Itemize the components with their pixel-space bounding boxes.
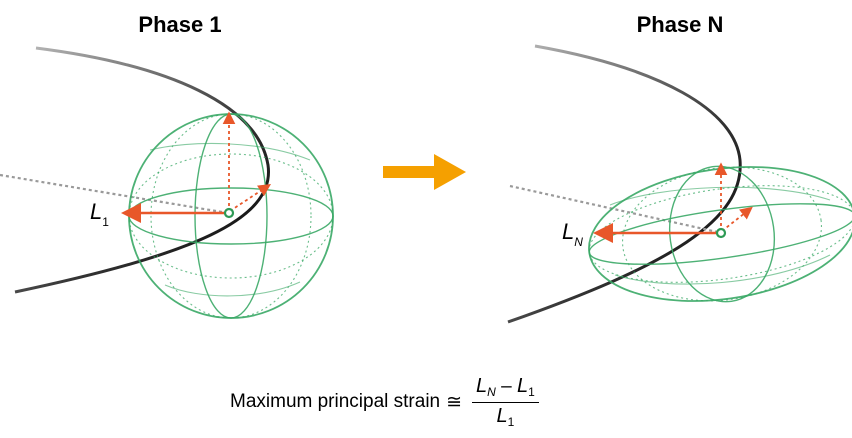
approx-symbol: ≅ [446,391,463,413]
phase-n-title: Phase N [636,12,724,37]
dotted-axis-left [0,173,229,215]
trajectory-curve-right [507,44,742,324]
phase-1-title: Phase 1 [138,12,222,37]
formula-prefix: Maximum principal strain [230,391,441,412]
strain-formula: Maximum principal strain ≅ LN – L1 L1 [230,366,539,438]
dotted-axis-right [509,184,723,235]
formula-numerator: LN – L1 [472,375,539,403]
trajectory-curve-left [14,46,270,294]
center-point-right [715,227,727,239]
diagonal-vector-left [229,184,272,212]
phase-1-panel: L1 [0,46,334,319]
formula-fraction: LN – L1 L1 [472,375,539,429]
length-label-right: LN [562,219,583,249]
center-point-left [223,207,235,219]
diagonal-vector-right [721,206,753,232]
formula-denominator: L1 [496,405,515,429]
phase-n-panel: LN [507,44,852,324]
transition-arrow [383,154,466,190]
length-label-left: L1 [90,199,109,229]
ellipsoid-wireframe [588,165,852,303]
